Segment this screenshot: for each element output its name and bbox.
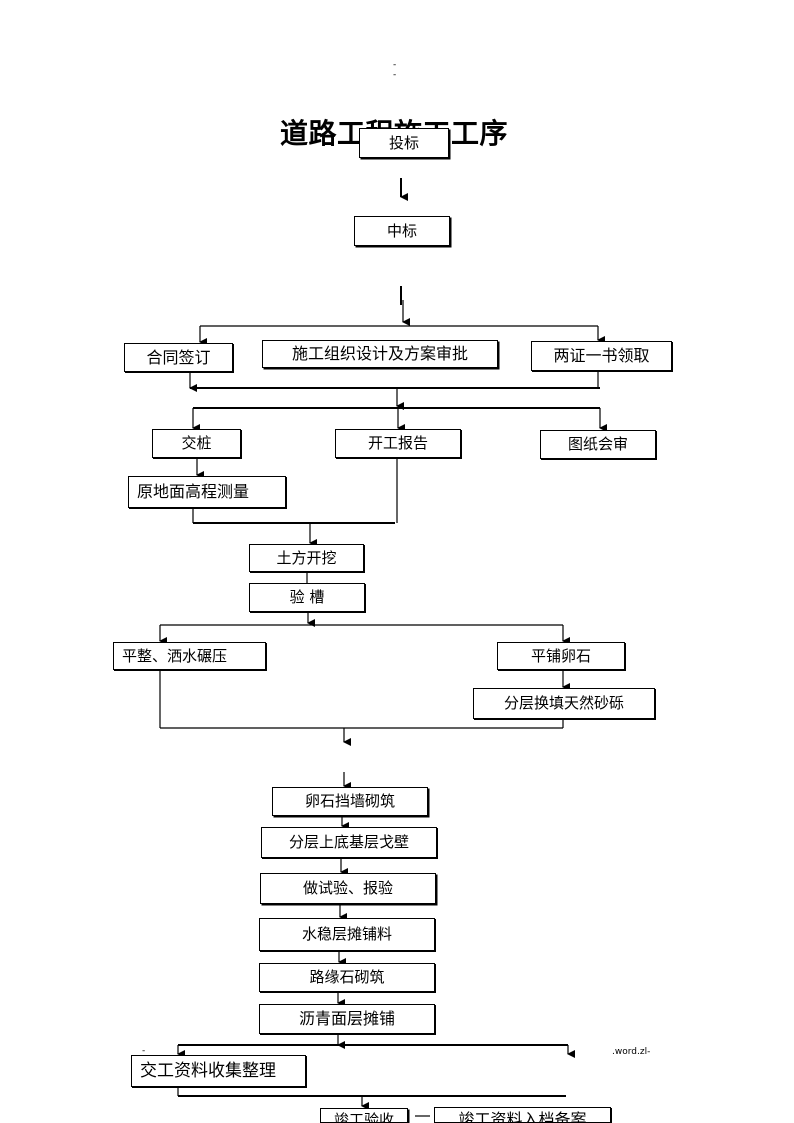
step-base-layers: 分层上底基层戈壁 xyxy=(261,827,437,858)
step-trench-check: 验 槽 xyxy=(249,583,365,612)
step-retaining-wall: 卵石挡墙砌筑 xyxy=(272,787,428,816)
step-leveling-rolling: 平整、洒水碾压 xyxy=(113,642,266,670)
step-gravel-fill: 分层换填天然砂砾 xyxy=(473,688,655,719)
step-drawing-review: 图纸会审 xyxy=(540,430,656,459)
step-pebble-paving: 平铺卵石 xyxy=(497,642,625,670)
step-handover-docs: 交工资料收集整理 xyxy=(131,1055,306,1087)
step-archive: 竣工资料入档备案 xyxy=(434,1107,611,1123)
header-dash-top: - xyxy=(393,60,397,70)
step-stake: 交桩 xyxy=(152,429,241,458)
word-mark: .word.zl- xyxy=(612,1047,651,1057)
step-stabilized-layer: 水稳层摊铺料 xyxy=(259,918,435,951)
step-excavation: 土方开挖 xyxy=(249,544,364,572)
footer-dash: - xyxy=(142,1046,146,1056)
header-dash-bottom: - xyxy=(393,70,397,80)
step-start-report: 开工报告 xyxy=(335,429,461,458)
step-asphalt: 沥青面层摊铺 xyxy=(259,1004,435,1034)
step-ground-survey: 原地面高程测量 xyxy=(128,476,286,508)
step-testing: 做试验、报验 xyxy=(260,873,436,904)
step-curb: 路缘石砌筑 xyxy=(259,963,435,992)
step-bid: 投标 xyxy=(359,128,449,158)
step-design-approval: 施工组织设计及方案审批 xyxy=(262,340,498,368)
step-permits: 两证一书领取 xyxy=(531,341,672,371)
step-acceptance: 竣工验收 xyxy=(320,1108,408,1123)
step-win-bid: 中标 xyxy=(354,216,450,246)
step-contract: 合同签订 xyxy=(124,343,233,372)
